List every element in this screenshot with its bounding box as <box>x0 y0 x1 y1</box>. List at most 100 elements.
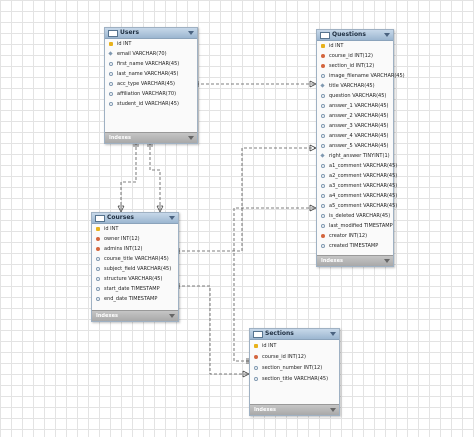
rel-users-courses-admins <box>149 142 161 212</box>
not-null-icon <box>108 51 113 56</box>
column-row[interactable]: id INT <box>250 341 339 351</box>
column-row[interactable]: answer_1 VARCHAR(45) <box>317 101 393 111</box>
column-row[interactable]: last_name VARCHAR(45) <box>105 69 197 79</box>
nullable-icon <box>96 257 100 261</box>
table-header[interactable]: Sections <box>250 329 339 340</box>
column-row[interactable]: a4_comment VARCHAR(45) <box>317 191 397 201</box>
column-row[interactable]: end_date TIMESTAMP <box>92 294 178 304</box>
primary-key-icon <box>321 44 325 48</box>
nullable-icon <box>321 144 325 148</box>
nullable-icon <box>109 72 113 76</box>
nullable-icon <box>321 224 325 228</box>
table-title: Questions <box>332 31 366 38</box>
column-row[interactable]: right_answer TINYINT(1) <box>317 151 393 161</box>
indexes-section[interactable]: Indexes <box>250 404 339 415</box>
column-row[interactable]: start_date TIMESTAMP <box>92 284 178 294</box>
nullable-icon <box>96 297 100 301</box>
column-row[interactable]: first_name VARCHAR(45) <box>105 59 197 69</box>
column-row[interactable]: is_deleted VARCHAR(45) <box>317 211 393 221</box>
table-header[interactable]: Users <box>105 28 197 39</box>
chevron-down-icon[interactable] <box>330 408 336 412</box>
table-questions[interactable]: Questions id INT course_id INT(12) secti… <box>316 29 405 267</box>
column-row[interactable]: student_id VARCHAR(45) <box>105 99 197 109</box>
indexes-section[interactable]: Indexes <box>92 310 178 321</box>
column-row[interactable]: title VARCHAR(45) <box>317 81 393 91</box>
indexes-section[interactable]: Indexes <box>105 132 197 143</box>
column-row[interactable]: email VARCHAR(70) <box>105 49 197 59</box>
primary-key-icon <box>109 42 113 46</box>
chevron-down-icon[interactable] <box>169 314 175 318</box>
chevron-down-icon[interactable] <box>384 259 390 263</box>
table-icon <box>320 32 330 39</box>
column-row[interactable]: course_id INT(12) <box>250 352 339 362</box>
table-icon <box>95 215 105 222</box>
nullable-icon <box>321 74 325 78</box>
nullable-icon <box>321 94 325 98</box>
nullable-icon <box>96 287 100 291</box>
column-row[interactable]: created TIMESTAMP <box>317 241 393 251</box>
chevron-down-icon[interactable] <box>169 216 175 220</box>
foreign-key-icon <box>321 64 325 68</box>
column-row[interactable]: a1_comment VARCHAR(45) <box>317 161 397 171</box>
column-row[interactable]: a2_comment VARCHAR(45) <box>317 171 397 181</box>
table-header[interactable]: Questions <box>317 30 393 41</box>
foreign-key-icon <box>254 355 258 359</box>
nullable-icon <box>109 102 113 106</box>
column-row[interactable]: answer_2 VARCHAR(45) <box>317 111 393 121</box>
nullable-icon <box>109 82 113 86</box>
nullable-icon <box>321 184 325 188</box>
chevron-down-icon[interactable] <box>188 31 194 35</box>
nullable-icon <box>321 214 325 218</box>
column-row[interactable]: course_title VARCHAR(45) <box>92 254 178 264</box>
column-row[interactable]: a3_comment VARCHAR(45) <box>317 181 397 191</box>
column-row[interactable]: course_id INT(12) <box>317 51 393 61</box>
column-row[interactable]: structure VARCHAR(45) <box>92 274 178 284</box>
nullable-icon <box>321 114 325 118</box>
column-row[interactable]: section_id INT(12) <box>317 61 393 71</box>
table-title: Users <box>120 29 140 36</box>
column-row[interactable]: answer_5 VARCHAR(45) <box>317 141 393 151</box>
column-row[interactable]: image_filename VARCHAR(45) <box>317 71 405 81</box>
column-row[interactable]: id INT <box>92 224 178 234</box>
chevron-down-icon[interactable] <box>188 136 194 140</box>
primary-key-icon <box>96 227 100 231</box>
column-row[interactable]: affiliation VARCHAR(70) <box>105 89 197 99</box>
chevron-down-icon[interactable] <box>384 33 390 37</box>
column-row[interactable]: answer_3 VARCHAR(45) <box>317 121 393 131</box>
not-null-icon <box>320 153 325 158</box>
rel-sections-questions <box>233 207 316 362</box>
nullable-icon <box>96 267 100 271</box>
column-row[interactable]: a5_comment VARCHAR(45) <box>317 201 397 211</box>
column-row[interactable]: answer_4 VARCHAR(45) <box>317 131 393 141</box>
column-row[interactable]: id INT <box>317 41 393 51</box>
table-users[interactable]: Users id INT email VARCHAR(70) first_nam… <box>104 27 198 144</box>
indexes-section[interactable]: Indexes <box>317 255 393 266</box>
nullable-icon <box>321 104 325 108</box>
nullable-icon <box>321 174 325 178</box>
nullable-icon <box>321 164 325 168</box>
table-icon <box>253 331 263 338</box>
nullable-icon <box>109 92 113 96</box>
column-row[interactable]: acc_type VARCHAR(45) <box>105 79 197 89</box>
nullable-icon <box>321 134 325 138</box>
nullable-icon <box>321 194 325 198</box>
nullable-icon <box>96 277 100 281</box>
nullable-icon <box>254 366 258 370</box>
column-row[interactable]: creator INT(12) <box>317 231 393 241</box>
table-header[interactable]: Courses <box>92 213 178 224</box>
table-sections[interactable]: Sections id INT course_id INT(12) sectio… <box>249 328 340 416</box>
nullable-icon <box>254 377 258 381</box>
chevron-down-icon[interactable] <box>330 332 336 336</box>
column-row[interactable]: admins INT(12) <box>92 244 178 254</box>
table-courses[interactable]: Courses id INT owner INT(12) admins INT(… <box>91 212 179 322</box>
column-row[interactable]: last_modified TIMESTAMP <box>317 221 393 231</box>
column-row[interactable]: subject_field VARCHAR(45) <box>92 264 178 274</box>
column-row[interactable]: question VARCHAR(45) <box>317 91 393 101</box>
table-icon <box>108 30 118 37</box>
nullable-icon <box>321 204 325 208</box>
column-row[interactable]: id INT <box>105 39 197 49</box>
column-row[interactable]: section_number INT(12) <box>250 363 339 373</box>
column-row[interactable]: section_title VARCHAR(45) <box>250 374 339 384</box>
foreign-key-icon <box>96 247 100 251</box>
column-row[interactable]: owner INT(12) <box>92 234 178 244</box>
